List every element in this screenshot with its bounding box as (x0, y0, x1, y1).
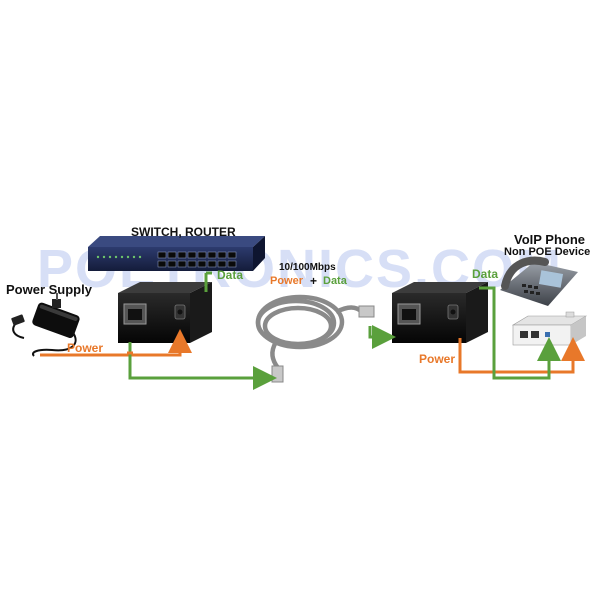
power-label-left: Power (67, 341, 104, 355)
non-poe-device (511, 311, 588, 346)
data-label-cable: Data (323, 275, 347, 287)
switch-router-label: SWITCH, ROUTER (131, 225, 236, 239)
power-label-cable: Power (270, 275, 304, 287)
speed-label: 10/100Mbps (279, 262, 336, 273)
ethernet-cable (255, 294, 375, 383)
switch-router (88, 236, 265, 271)
data-label-right: Data (472, 267, 499, 281)
power-supply-label: Power Supply (6, 282, 92, 297)
power-flow (40, 329, 585, 374)
poe-splitter-right (392, 282, 488, 343)
data-label-switch: Data (217, 268, 244, 282)
poe-injector-left (118, 282, 212, 343)
power-supply-adapter (11, 293, 80, 357)
plus-sign: + (310, 274, 318, 288)
voip-phone (500, 256, 578, 306)
non-poe-device-label: Non POE Device (504, 246, 591, 258)
power-label-right: Power (419, 352, 456, 366)
voip-phone-label: VoIP Phone (514, 232, 586, 247)
